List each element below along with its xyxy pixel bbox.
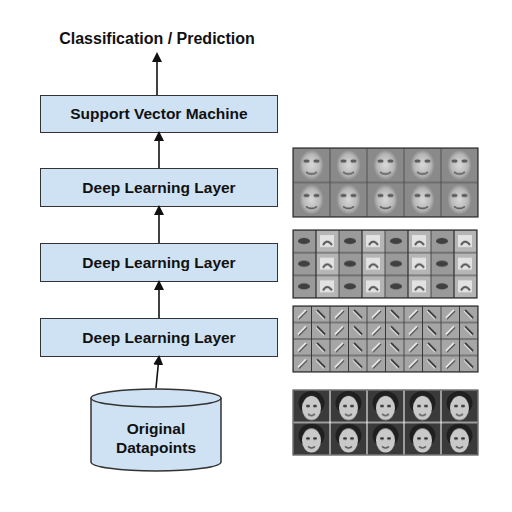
part-feature-panel	[293, 230, 477, 298]
layer-box: Support Vector Machine	[40, 95, 278, 133]
photo-panel	[293, 390, 478, 455]
layer-box: Deep Learning Layer	[40, 243, 278, 282]
layer-box: Deep Learning Layer	[40, 318, 278, 357]
flow-arrow	[158, 207, 160, 243]
node-text: Deep Learning Layer	[82, 253, 235, 272]
layer-box: Deep Learning Layer	[40, 168, 278, 207]
flow-arrow	[156, 357, 159, 388]
node-text: Support Vector Machine	[70, 104, 247, 123]
flow-arrow	[158, 282, 160, 318]
node-text: Original Datapoints	[90, 419, 222, 458]
face-feature-panel	[293, 148, 478, 217]
node-text: Deep Learning Layer	[82, 328, 235, 347]
node-text: Deep Learning Layer	[82, 178, 235, 197]
output-label: Classification / Prediction	[20, 30, 294, 48]
flow-arrow	[158, 133, 160, 168]
output-arrow	[156, 54, 158, 95]
edge-feature-panel	[293, 306, 478, 372]
database-cylinder: Original Datapoints	[90, 388, 222, 472]
